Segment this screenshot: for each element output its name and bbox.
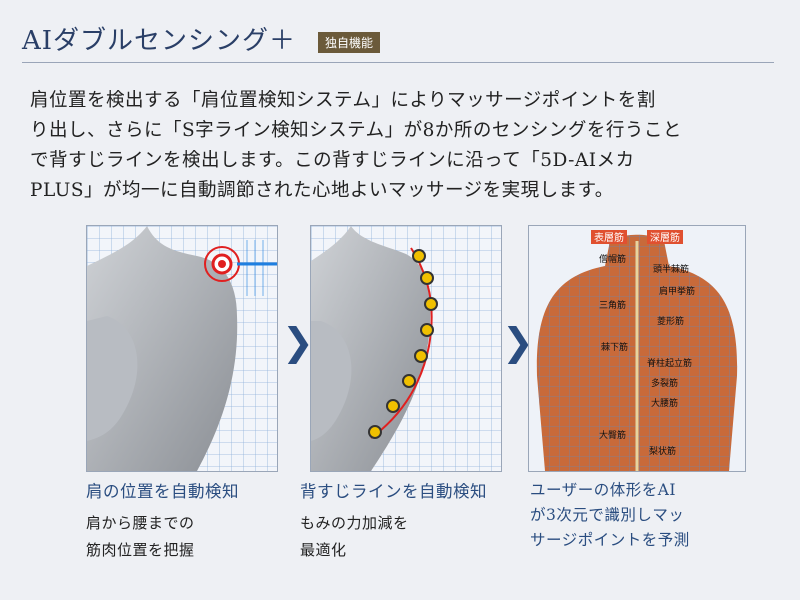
label-erector-spinae: 脊柱起立筋 xyxy=(647,357,692,369)
page-title: AIダブルセンシング＋ xyxy=(22,26,297,56)
label-piriformis: 梨状筋 xyxy=(649,445,676,457)
intro-line: で背すじラインを検出します。この背すじラインに沿って「5D-AIメカ xyxy=(30,150,635,171)
step3-title-line: ユーザーの体形をAI xyxy=(530,481,677,499)
intro-text: 肩位置を検出する「肩位置検知システム」によりマッサージポイントを割 り出し、さら… xyxy=(30,86,780,206)
label-levator-scapulae: 肩甲挙筋 xyxy=(659,285,695,297)
title-divider xyxy=(22,62,774,63)
shoulder-target-icon xyxy=(204,240,277,296)
step1-body-line: 肩から腰までの xyxy=(86,514,195,532)
label-deltoid: 三角筋 xyxy=(599,299,626,311)
label-gluteus: 大臀筋 xyxy=(599,429,626,441)
title-bar: AIダブルセンシング＋ 独自機能 xyxy=(0,0,800,66)
step1-body: 肩から腰までの 筋肉位置を把握 xyxy=(86,510,195,564)
label-semispinalis: 頭半棘筋 xyxy=(653,263,689,275)
shoulder-detection-image xyxy=(86,225,278,472)
sensor-nodes xyxy=(368,249,438,439)
step2-body: もみの力加減を 最適化 xyxy=(300,510,409,564)
intro-line: PLUS」が均一に自動調節された心地よいマッサージを実現します。 xyxy=(30,180,614,201)
spine-detection-image xyxy=(310,225,502,472)
step2-body-line: 最適化 xyxy=(300,541,347,559)
step3-title: ユーザーの体形をAI が3次元で識別しマッ サージポイントを予測 xyxy=(530,478,760,553)
step1-body-line: 筋肉位置を把握 xyxy=(86,541,195,559)
step2-body-line: もみの力加減を xyxy=(300,514,409,532)
legend-surface-muscle: 表層筋 xyxy=(594,231,624,244)
step3-title-line: サージポイントを予測 xyxy=(530,531,690,549)
step3-title-line: が3次元で識別しマッ xyxy=(530,506,685,524)
label-trapezius: 僧帽筋 xyxy=(599,253,626,265)
step1-title: 肩の位置を自動検知 xyxy=(86,482,239,501)
feature-badge: 独自機能 xyxy=(318,32,381,53)
chevron-right-icon: ❯ xyxy=(282,320,314,364)
anatomy-3d-image: 表層筋 深層筋 僧帽筋 頭半棘筋 肩甲挙筋 三角筋 菱形筋 棘下筋 脊柱起立筋 … xyxy=(528,225,746,472)
legend-deep-muscle: 深層筋 xyxy=(650,231,680,244)
label-infraspinatus: 棘下筋 xyxy=(601,341,628,353)
step2-title: 背すじラインを自動検知 xyxy=(300,482,487,501)
label-psoas: 大腰筋 xyxy=(651,397,678,409)
intro-line: 肩位置を検出する「肩位置検知システム」によりマッサージポイントを割 xyxy=(30,90,656,111)
label-rhomboid: 菱形筋 xyxy=(657,315,684,327)
intro-line: り出し、さらに「S字ライン検知システム」が8か所のセンシングを行うこと xyxy=(30,120,682,141)
label-multifidus: 多裂筋 xyxy=(651,377,678,389)
